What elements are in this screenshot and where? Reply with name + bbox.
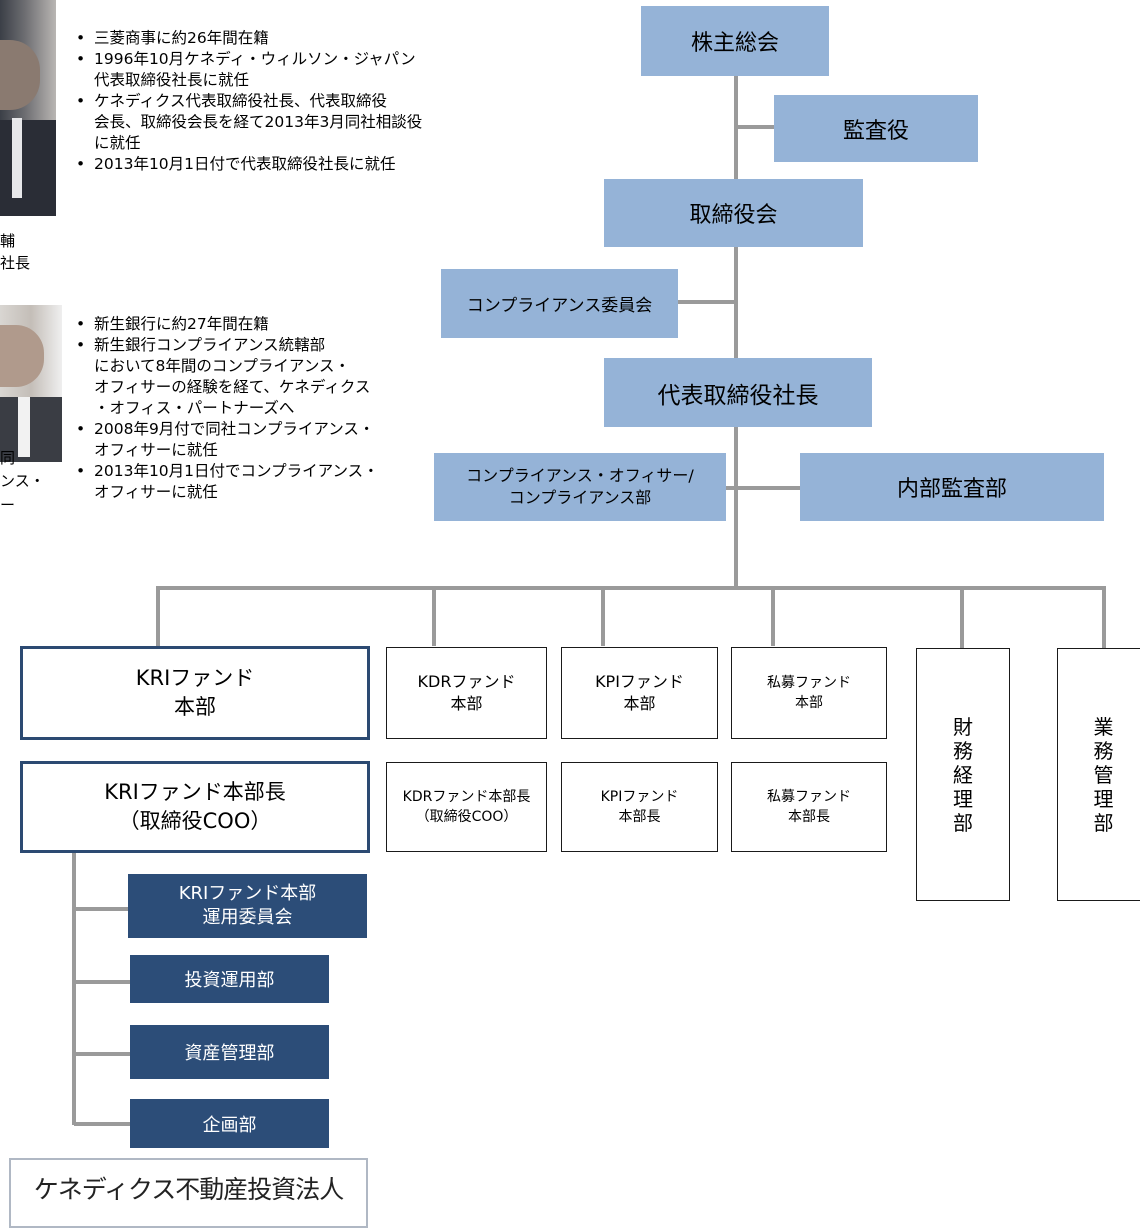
kpi-fund-head-label: KPIファンド 本部長 [600,789,679,825]
connector-drop [601,588,605,646]
asset-management-label: 資産管理部 [184,1043,275,1064]
finance-accounting-label: 財務経理部 [953,715,973,835]
kpi-fund-division-box: KPIファンド 本部 [561,647,718,739]
shareholders-meeting-label: 株主総会 [690,31,779,56]
kdr-fund-division-box: KDRファンド 本部 [386,647,547,739]
ceo-label: 代表取締役社長 [657,382,819,409]
connector-trunk [734,76,738,588]
vertical-char: 理 [1093,786,1114,811]
vertical-char: 務 [1093,738,1114,763]
private-fund-head-box: 私募ファンド 本部長 [731,762,887,852]
vertical-char: 部 [953,810,973,835]
reit-label-box: ケネディクス不動産投資法人 [9,1158,368,1228]
shareholders-meeting-box: 株主総会 [641,6,829,76]
investment-management-box: 投資運用部 [130,955,329,1003]
bio-item: 新生銀行に約27年間在籍 [72,314,432,335]
compliance-officer-box: コンプライアンス・オフィサー/ コンプライアンス部 [434,453,726,521]
compliance-officer-label: コンプライアンス・オフィサー/ コンプライアンス部 [466,466,694,507]
bio-item: 2013年10月1日付でコンプライアンス・ オフィサーに就任 [72,461,432,503]
operations-management-box: 業務管理部 [1057,648,1140,901]
private-fund-head-label: 私募ファンド 本部長 [767,789,851,825]
bio-item: 三菱商事に約26年間在籍 [72,28,542,49]
kdr-fund-division-label: KDRファンド 本部 [417,672,516,713]
connector-kri-branch [74,1122,130,1126]
connector-drop [156,588,160,646]
connector-compliance-officer [726,486,736,490]
kri-fund-division-label: KRIファンド 本部 [135,666,255,719]
internal-audit-label: 内部監査部 [896,477,1007,502]
connector-kri-subtree [72,853,76,1125]
planning-dept-box: 企画部 [130,1099,329,1148]
connector-divisions-horizontal [156,586,1106,590]
connector-kri-branch [74,980,130,984]
board-of-directors-label: 取締役会 [689,203,778,228]
portrait-name-president-line2: 社長 [0,254,31,272]
private-fund-division-label: 私募ファンド 本部 [767,675,851,711]
connector-kri-branch [74,907,128,911]
vertical-char: 務 [953,738,973,763]
portrait-name-compliance-line2: ンス・ [0,472,45,490]
vertical-char: 財 [953,714,973,739]
compliance-committee-box: コンプライアンス委員会 [441,269,678,338]
vertical-char: 部 [1093,810,1114,835]
kpi-fund-head-box: KPIファンド 本部長 [561,762,718,852]
portrait-name-compliance-line3: ー [0,496,16,514]
kri-fund-division-box: KRIファンド 本部 [20,646,370,740]
kri-investment-committee-box: KRIファンド本部 運用委員会 [128,874,367,938]
portrait-name-compliance-line1: 同 [0,449,16,467]
bio-item: ケネディクス代表取締役社長、代表取締役 会長、取締役会長を経て2013年3月同社… [72,91,542,154]
vertical-char: 理 [953,786,973,811]
auditor-label: 監査役 [842,118,909,144]
vertical-char: 管 [1093,762,1114,787]
bio-list-compliance: 新生銀行に約27年間在籍 新生銀行コンプライアンス統轄部 において8年間のコンプ… [72,314,432,503]
internal-audit-box: 内部監査部 [800,453,1104,521]
bio-list-president: 三菱商事に約26年間在籍 1996年10月ケネディ・ウィルソン・ジャパン 代表取… [72,28,542,175]
bio-item: 2008年9月付で同社コンプライアンス・ オフィサーに就任 [72,419,432,461]
vertical-char: 業 [1093,714,1114,739]
compliance-committee-label: コンプライアンス委員会 [466,296,653,316]
connector-drop [432,588,436,646]
connector-auditor [736,125,774,129]
connector-drop [771,588,775,646]
kri-fund-head-label: KRIファンド本部長 （取締役COO） [104,780,286,833]
portrait-photo-compliance [0,305,62,462]
kri-investment-committee-label: KRIファンド本部 運用委員会 [178,883,317,928]
ceo-box: 代表取締役社長 [604,358,872,427]
reit-label: ケネディクス不動産投資法人 [33,1175,345,1204]
bio-item: 新生銀行コンプライアンス統轄部 において8年間のコンプライアンス・ オフィサーの… [72,335,432,419]
vertical-char: 経 [953,762,973,787]
planning-dept-label: 企画部 [202,1114,257,1136]
kri-fund-head-box: KRIファンド本部長 （取締役COO） [20,761,370,853]
asset-management-box: 資産管理部 [130,1025,329,1079]
finance-accounting-box: 財務経理部 [916,648,1010,901]
kpi-fund-division-label: KPIファンド 本部 [595,672,684,713]
portrait-name-president-line1: 輔 [0,232,16,250]
connector-drop [1102,588,1106,648]
kdr-fund-head-box: KDRファンド本部長 （取締役COO） [386,762,547,852]
operations-management-label: 業務管理部 [1094,715,1114,835]
connector-internal-audit [736,486,800,490]
connector-compliance-committee [678,300,736,304]
connector-drop [960,588,964,648]
auditor-box: 監査役 [774,95,978,162]
private-fund-division-box: 私募ファンド 本部 [731,647,887,739]
investment-management-label: 投資運用部 [184,970,275,991]
kdr-fund-head-label: KDRファンド本部長 （取締役COO） [402,789,531,825]
bio-item: 1996年10月ケネディ・ウィルソン・ジャパン 代表取締役社長に就任 [72,49,542,91]
portrait-photo-president [0,0,56,216]
bio-item: 2013年10月1日付で代表取締役社長に就任 [72,154,542,175]
board-of-directors-box: 取締役会 [604,179,863,247]
connector-kri-branch [74,1052,130,1056]
